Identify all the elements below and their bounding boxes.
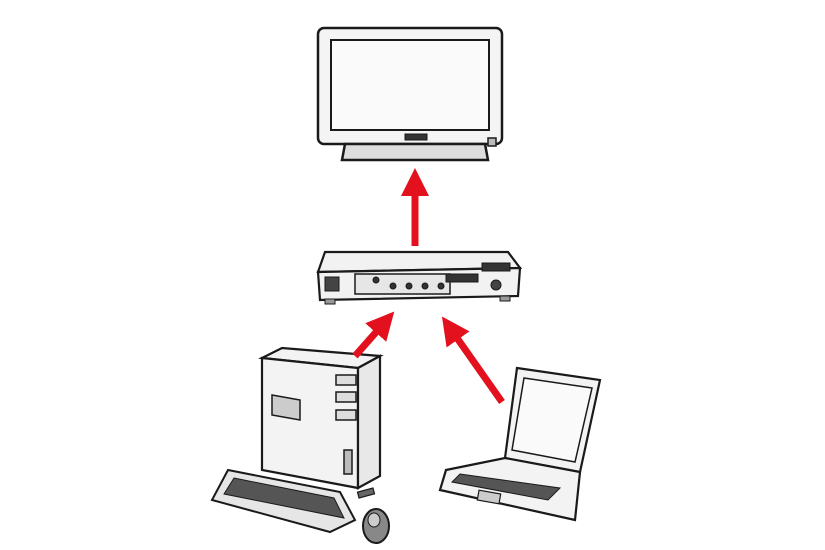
mouse-icon: [362, 508, 390, 544]
arrow-laptop-to-switch: [441, 316, 505, 405]
kvm-switch-icon: [316, 250, 523, 305]
keyboard-icon: [210, 468, 357, 534]
usb-stick-icon: [356, 487, 376, 499]
arrow-desktop-to-switch: [352, 311, 395, 359]
desktop-pc-icon: [258, 346, 384, 490]
laptop-icon: [438, 366, 602, 522]
monitor-icon: [316, 26, 504, 162]
